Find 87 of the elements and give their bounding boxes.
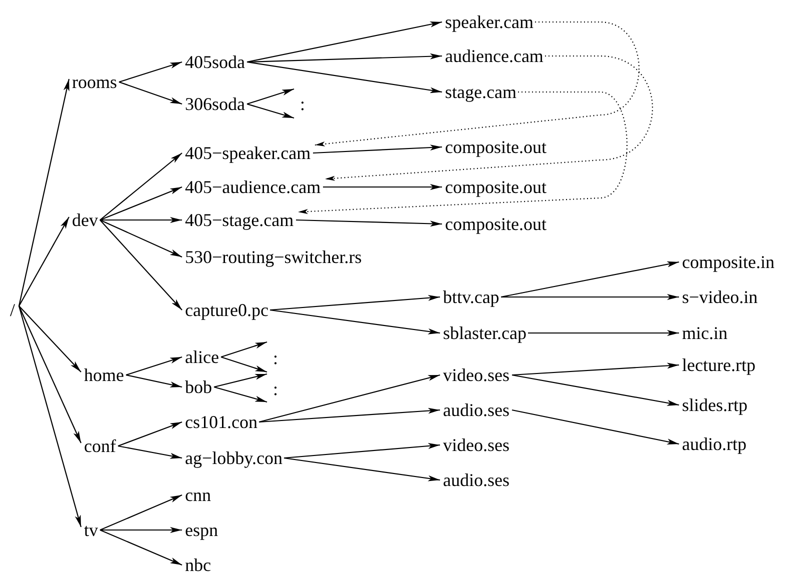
path-label: bob	[185, 377, 212, 397]
arrow	[512, 409, 680, 445]
path-label: espn	[185, 520, 218, 540]
path-label: 405−speaker.cam	[185, 143, 311, 163]
arrow	[100, 527, 182, 533]
arrow	[246, 61, 442, 94]
arrow	[246, 103, 294, 119]
path-label: lecture.rtp	[682, 355, 756, 375]
arrow	[18, 306, 82, 528]
arrow	[18, 216, 70, 306]
path-label: composite.in	[682, 252, 774, 272]
arrow	[100, 494, 182, 530]
arrow	[270, 309, 440, 334]
arrow	[100, 530, 182, 566]
arrow	[220, 356, 268, 373]
arrow	[100, 220, 182, 310]
path-label: mic.in	[682, 323, 728, 343]
arrow	[500, 261, 680, 298]
path-label: 530−routing−switcher.rs	[185, 247, 362, 267]
arrow	[246, 53, 442, 63]
path-label: composite.out	[445, 177, 546, 197]
ellipsis-mark: :	[300, 94, 306, 114]
path-label: video.ses	[443, 435, 510, 455]
arrow	[118, 61, 182, 83]
arrow	[100, 217, 182, 223]
dotted-arrow	[324, 55, 653, 181]
path-label: audio.rtp	[682, 434, 746, 454]
path-label: bttv.cap	[443, 287, 500, 307]
arrow	[312, 144, 442, 154]
path-label: 405−stage.cam	[185, 210, 294, 230]
path-label: capture0.pc	[185, 300, 268, 320]
path-label: video.ses	[443, 365, 510, 385]
ellipsis-mark: :	[273, 348, 278, 368]
ellipsis-mark: :	[273, 379, 278, 399]
path-label: tv	[84, 520, 98, 540]
arrow	[528, 330, 679, 336]
arrow	[118, 421, 182, 447]
arrow	[270, 294, 440, 311]
arrow	[214, 386, 268, 403]
arrow	[323, 184, 442, 190]
path-label: /	[10, 300, 16, 320]
arrow	[501, 294, 679, 300]
arrow	[512, 374, 680, 406]
path-label: nbc	[185, 555, 211, 575]
path-label: conf	[84, 436, 116, 456]
path-label: rooms	[72, 72, 117, 92]
arrow	[18, 78, 70, 306]
arrow	[100, 220, 182, 258]
dotted-arrow	[298, 91, 628, 214]
arrow	[512, 362, 680, 376]
arrow	[118, 81, 182, 105]
arrow	[126, 356, 182, 376]
arrow	[214, 373, 268, 388]
path-label: 405−audience.cam	[185, 177, 321, 197]
path-label: 405soda	[185, 52, 245, 72]
arrow	[284, 457, 440, 482]
path-label: composite.out	[445, 137, 546, 157]
path-label: s−video.in	[682, 287, 758, 307]
path-label: alice	[185, 347, 219, 367]
path-label: cs101.con	[185, 412, 258, 432]
path-label: dev	[72, 210, 98, 230]
path-label: audio.ses	[443, 470, 510, 490]
arrow	[220, 341, 268, 358]
path-label: audio.ses	[443, 400, 510, 420]
arrow	[246, 21, 442, 63]
path-label: home	[84, 365, 124, 385]
path-label: cnn	[185, 485, 211, 505]
arrow	[246, 88, 294, 105]
arrow	[296, 219, 442, 227]
path-label: composite.out	[445, 214, 546, 234]
arrow	[100, 152, 182, 220]
dotted-arrow	[314, 21, 640, 146]
arrow	[18, 306, 82, 444]
arrow	[258, 408, 440, 423]
arrow	[100, 186, 182, 221]
path-label: 306soda	[185, 94, 245, 114]
path-label: stage.cam	[445, 82, 516, 102]
path-label: ag−lobby.con	[185, 448, 282, 468]
path-label: slides.rtp	[682, 395, 748, 415]
arrow	[284, 443, 440, 459]
arrow	[118, 445, 182, 459]
path-label: sblaster.cap	[443, 323, 526, 343]
arrow	[126, 374, 182, 388]
arrow	[258, 374, 440, 423]
arrow	[18, 306, 82, 372]
path-label: speaker.cam	[445, 12, 534, 32]
path-label: audience.cam	[445, 46, 544, 66]
